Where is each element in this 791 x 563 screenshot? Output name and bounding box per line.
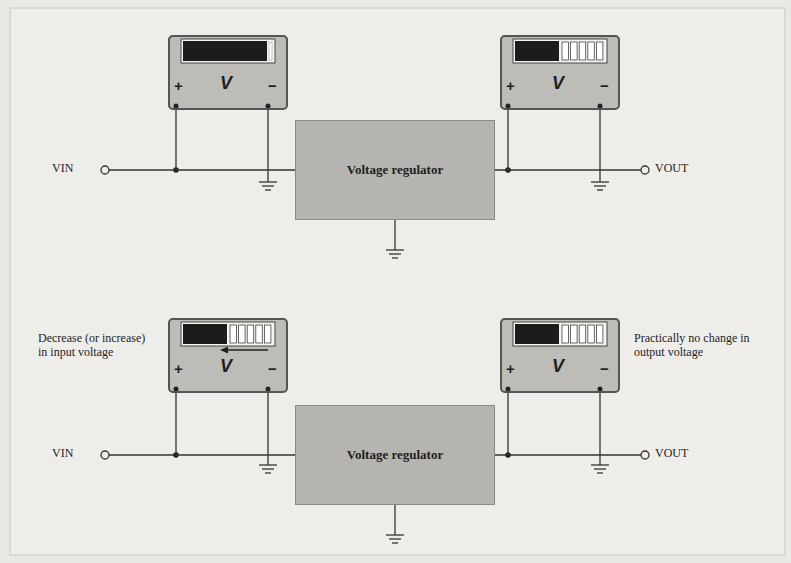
signal-wire <box>176 110 295 170</box>
terminal-label: VOUT <box>655 162 715 176</box>
display-segment <box>571 42 578 60</box>
polarity-sign: + <box>174 360 183 377</box>
display-bezel <box>181 322 275 346</box>
ground-symbol <box>259 465 277 473</box>
input-wire <box>109 454 176 455</box>
page-frame <box>10 8 785 555</box>
decrease-arrow <box>226 349 268 351</box>
meter-symbol: V <box>552 73 564 94</box>
display-segment <box>562 325 569 343</box>
terminal-label: VOUT <box>655 447 715 461</box>
display-segment <box>256 325 262 343</box>
regulator-label: Voltage regulator <box>347 162 443 178</box>
polarity-sign: + <box>174 77 183 94</box>
meter-face <box>500 35 620 190</box>
schematic-drawing <box>101 35 649 543</box>
polarity-sign: − <box>600 360 609 377</box>
output-wire <box>508 454 641 455</box>
input-wire <box>109 169 176 170</box>
annotation-note: Practically no change in output voltage <box>634 332 762 360</box>
meter-body <box>168 318 288 393</box>
input-terminal <box>101 166 109 174</box>
display-bar <box>515 324 559 344</box>
ground-lead <box>267 110 268 182</box>
output-terminal <box>641 451 649 459</box>
display-segment <box>230 325 237 343</box>
meter-face <box>168 318 288 473</box>
plus-terminal <box>174 104 179 109</box>
ground-symbol <box>386 250 404 258</box>
display-bezel <box>513 39 607 63</box>
display-bar <box>183 41 267 61</box>
minus-terminal <box>598 104 603 109</box>
display-bezel <box>513 322 607 346</box>
meter-symbol: V <box>220 73 232 94</box>
ground-lead <box>599 393 600 465</box>
display-segment <box>579 42 586 60</box>
ground-symbol <box>259 182 277 190</box>
display-segment <box>264 325 271 343</box>
plus-terminal <box>174 387 179 392</box>
output-terminal <box>641 166 649 174</box>
polarity-sign: − <box>268 360 277 377</box>
signal-wire <box>495 110 508 170</box>
output-wire <box>508 169 641 170</box>
display-segment <box>588 42 595 60</box>
ground-symbol <box>386 535 404 543</box>
display-segment <box>239 325 246 343</box>
meter-face <box>500 318 620 473</box>
arrow-head <box>220 347 228 354</box>
signal-wire <box>176 393 295 455</box>
minus-terminal <box>598 387 603 392</box>
polarity-sign: + <box>506 77 515 94</box>
display-segment <box>571 325 578 343</box>
plus-terminal <box>506 104 511 109</box>
display-segment <box>247 325 254 343</box>
display-bar <box>183 324 227 344</box>
plus-terminal <box>506 387 511 392</box>
meter-body <box>500 318 620 393</box>
display-segment <box>596 325 603 343</box>
regulator-label: Voltage regulator <box>347 447 443 463</box>
polarity-sign: + <box>506 360 515 377</box>
meter-face <box>168 35 288 190</box>
ground-symbol <box>591 182 609 190</box>
regulator-box: Voltage regulator <box>295 405 495 505</box>
display-segment <box>269 42 272 60</box>
minus-terminal <box>266 387 271 392</box>
voltmeter: + V − <box>500 318 620 393</box>
terminal-label: VIN <box>52 447 102 461</box>
signal-wire <box>495 393 508 455</box>
display-segment <box>588 325 595 343</box>
annotation-note: Decrease (or increase) in input voltage <box>38 332 156 360</box>
meter-body <box>500 35 620 110</box>
display-bezel <box>181 39 275 63</box>
meter-symbol: V <box>552 356 564 377</box>
regulator-box: Voltage regulator <box>295 120 495 220</box>
polarity-sign: − <box>268 77 277 94</box>
meter-symbol: V <box>220 356 232 377</box>
display-segment <box>596 42 603 60</box>
display-bar <box>515 41 559 61</box>
voltmeter: + V − <box>500 35 620 110</box>
polarity-sign: − <box>600 77 609 94</box>
ground-lead <box>599 110 600 182</box>
minus-terminal <box>266 104 271 109</box>
voltmeter: + V − <box>168 35 288 110</box>
display-segment <box>579 325 586 343</box>
voltmeter: + V − <box>168 318 288 393</box>
input-terminal <box>101 451 109 459</box>
display-segment <box>562 42 569 60</box>
ground-symbol <box>591 465 609 473</box>
terminal-label: VIN <box>52 162 102 176</box>
meter-body <box>168 35 288 110</box>
ground-lead <box>267 393 268 465</box>
